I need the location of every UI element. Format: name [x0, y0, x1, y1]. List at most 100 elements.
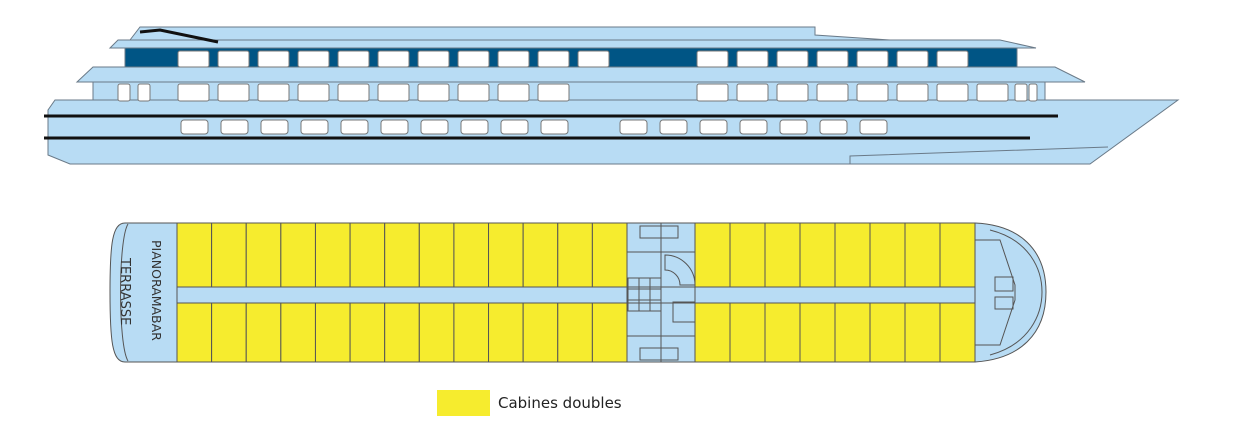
window [337, 50, 370, 68]
pianoramabar-label: PIANORAMABAR [149, 240, 164, 341]
window [776, 50, 809, 68]
cabin-double [764, 222, 801, 288]
cabin-double [557, 302, 593, 363]
window [736, 50, 769, 68]
porthole [180, 119, 209, 135]
window [417, 83, 450, 102]
window [217, 83, 250, 102]
cabin-double [280, 302, 316, 363]
porthole [699, 119, 728, 135]
porthole [819, 119, 848, 135]
window [377, 83, 410, 102]
window [217, 50, 250, 68]
cabin-double [176, 302, 213, 363]
porthole [220, 119, 249, 135]
cabin-double [245, 302, 282, 363]
cabin-double [418, 222, 455, 288]
cabin-double [904, 222, 941, 288]
window [297, 83, 330, 102]
porthole [340, 119, 369, 135]
window [816, 83, 849, 102]
porthole [619, 119, 648, 135]
window [736, 83, 769, 102]
porthole [739, 119, 768, 135]
stair-icon [639, 225, 679, 239]
cabin-double [245, 222, 282, 288]
porthole [380, 119, 409, 135]
window [117, 83, 131, 102]
window [257, 50, 290, 68]
cabin-double [176, 222, 213, 288]
porthole [779, 119, 808, 135]
porthole [500, 119, 529, 135]
deck-plan: TERRASSE PIANORAMABAR [109, 222, 1047, 363]
cabin-double [488, 222, 524, 288]
window [577, 50, 610, 68]
window [896, 83, 929, 102]
cabin-double [384, 222, 420, 288]
legend-label: Cabines doubles [498, 394, 622, 412]
porthole [420, 119, 449, 135]
cabin-double [939, 302, 976, 363]
cabin-double [280, 222, 316, 288]
window [377, 50, 410, 68]
cabin-double [488, 302, 524, 363]
ship-profile [44, 26, 1180, 165]
cabin-double [557, 222, 593, 288]
elevator-grid [627, 277, 662, 312]
porthole [540, 119, 569, 135]
cabin-double [939, 222, 976, 288]
window [537, 50, 570, 68]
window [497, 83, 530, 102]
window [497, 50, 530, 68]
cabin-double [522, 222, 559, 288]
window [537, 83, 570, 102]
window [696, 50, 729, 68]
cabin-double [904, 302, 941, 363]
legend-swatch-cabines-doubles [437, 390, 490, 416]
cabin-double [349, 222, 386, 288]
spiral-stair-icon [664, 254, 696, 286]
cabin-double [729, 222, 766, 288]
cabin-double [453, 302, 490, 363]
window [856, 50, 889, 68]
window [856, 83, 889, 102]
window [177, 83, 210, 102]
window [257, 83, 290, 102]
porthole [260, 119, 289, 135]
cabin-double [729, 302, 766, 363]
cabin-double [834, 222, 871, 288]
cabin-double [418, 302, 455, 363]
window [297, 50, 330, 68]
window [976, 83, 1009, 102]
cabin-double [869, 302, 906, 363]
window [417, 50, 450, 68]
cabin-double [591, 302, 628, 363]
window [177, 50, 210, 68]
cabin-double [869, 222, 906, 288]
cabin-double [211, 302, 247, 363]
porthole [859, 119, 888, 135]
window [816, 50, 849, 68]
legend: Cabines doubles [437, 390, 622, 416]
cabin-double [384, 302, 420, 363]
window [936, 50, 969, 68]
corridor [694, 286, 976, 304]
stair-icon [639, 347, 679, 361]
window [457, 50, 490, 68]
porthole [659, 119, 688, 135]
window [137, 83, 151, 102]
cabin-double [591, 222, 628, 288]
window [1028, 83, 1038, 102]
window [457, 83, 490, 102]
window [896, 50, 929, 68]
corridor [176, 286, 628, 304]
cabin-double [764, 302, 801, 363]
window [776, 83, 809, 102]
window [337, 83, 370, 102]
cabin-double [799, 302, 836, 363]
cabin-double [314, 222, 351, 288]
window [1014, 83, 1028, 102]
cabin-double [349, 302, 386, 363]
cabin-double [694, 302, 731, 363]
